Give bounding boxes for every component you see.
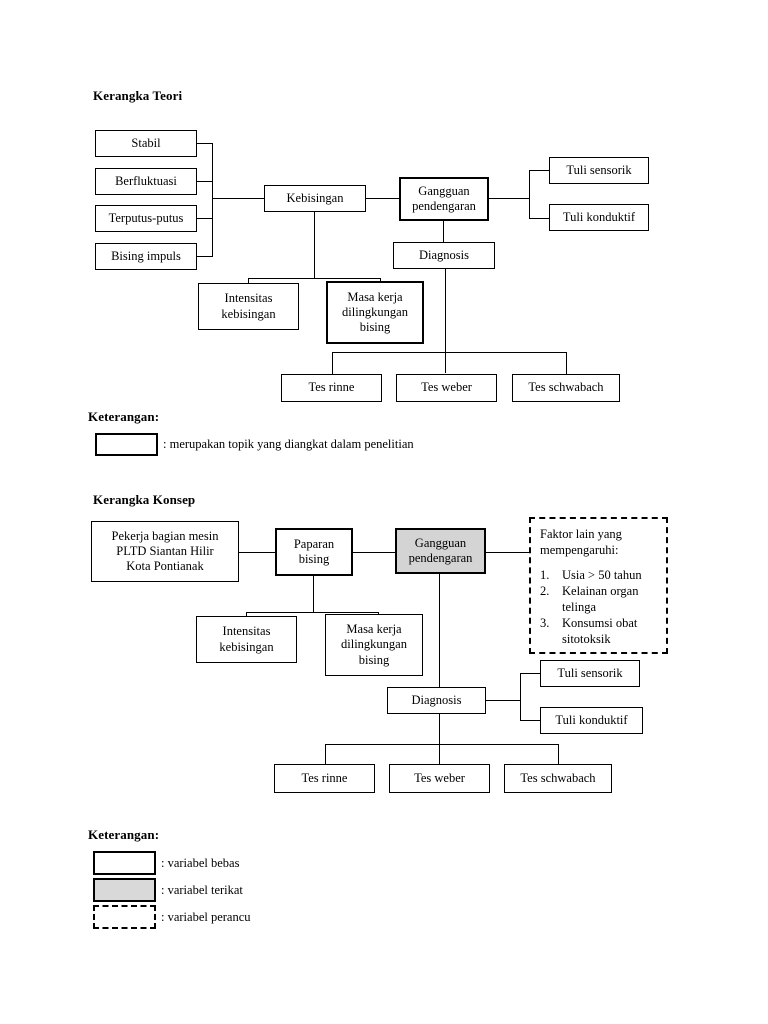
legend1-title: Keterangan: bbox=[88, 409, 160, 424]
connector-pekerja-to-paparan bbox=[239, 552, 276, 554]
faktor-title: Faktor lain yang mempengaruhi: bbox=[540, 527, 622, 558]
box-diagnosis-konsep: Diagnosis bbox=[387, 687, 486, 714]
legend2-swatch-terikat bbox=[93, 878, 156, 902]
connector-paparan-to-gangguan bbox=[353, 552, 396, 554]
connector-to-tuli-konduktif-konsep bbox=[520, 720, 541, 722]
box-tuli-konduktif: Tuli konduktif bbox=[549, 204, 649, 231]
box-faktor-lain: Faktor lain yang mempengaruhi: 1. Usia >… bbox=[529, 517, 668, 654]
box-masa-kerja: Masa kerja dilingkungan bising bbox=[326, 281, 424, 344]
legend2-label-terikat: : variabel terikat bbox=[161, 882, 243, 897]
legend2-swatch-bebas bbox=[93, 851, 156, 875]
box-paparan-bising: Paparan bising bbox=[275, 528, 353, 576]
box-pekerja-pltd: Pekerja bagian mesin PLTD Siantan Hilir … bbox=[91, 521, 239, 582]
legend2-title: Keterangan: bbox=[88, 827, 160, 842]
box-gangguan-pendengaran: Gangguan pendengaran bbox=[399, 177, 489, 221]
legend1-label-topik: : merupakan topik yang diangkat dalam pe… bbox=[163, 437, 414, 451]
connector-kebisingan-to-gangguan bbox=[366, 198, 400, 200]
connector-tuli-spine-konsep bbox=[520, 673, 522, 721]
box-tes-schwabach-konsep: Tes schwabach bbox=[504, 764, 612, 793]
connector-to-tes-rinne bbox=[332, 352, 334, 374]
box-intensitas-kebisingan-konsep: Intensitas kebisingan bbox=[196, 616, 297, 663]
connector-kebisingan-down bbox=[314, 212, 316, 279]
box-tes-rinne: Tes rinne bbox=[281, 374, 382, 402]
connector-paparan-down bbox=[313, 576, 315, 613]
connector-paparan-children-bar bbox=[246, 612, 379, 614]
section-heading-kerangka-konsep: Kerangka Konsep bbox=[93, 492, 196, 507]
legend2-swatch-perancu bbox=[93, 905, 156, 929]
legend2-row-bebas: : variabel bebas bbox=[93, 851, 239, 875]
connector-to-tuli-sensorik-konsep bbox=[520, 673, 541, 675]
connector-stabil-stub bbox=[196, 143, 213, 145]
box-berfluktuasi: Berfluktuasi bbox=[95, 168, 197, 195]
box-gangguan-pendengaran-konsep: Gangguan pendengaran bbox=[395, 528, 486, 574]
box-tes-rinne-konsep: Tes rinne bbox=[274, 764, 375, 793]
legend2-row-terikat: : variabel terikat bbox=[93, 878, 243, 902]
connector-gangguan-to-tuli bbox=[489, 198, 530, 200]
box-stabil: Stabil bbox=[95, 130, 197, 157]
connector-to-tes-schwabach bbox=[566, 352, 568, 374]
connector-to-tuli-sensorik bbox=[529, 170, 551, 172]
connector-to-masa-kerja bbox=[380, 278, 382, 283]
legend2-label-perancu: : variabel perancu bbox=[161, 909, 251, 924]
connector-to-tuli-konduktif bbox=[529, 218, 551, 220]
connector-gangguan-to-diagnosis bbox=[443, 221, 445, 242]
connector-stack-to-kebisingan bbox=[212, 198, 265, 200]
connector-berfluktuasi-stub bbox=[196, 181, 213, 183]
connector-to-tes-rinne-konsep bbox=[325, 744, 327, 765]
faktor-item: 1. Usia > 50 tahun bbox=[540, 567, 642, 582]
faktor-item: 2. Kelainan organ telinga bbox=[540, 583, 639, 614]
connector-to-intensitas-2 bbox=[246, 612, 248, 617]
legend2-row-perancu: : variabel perancu bbox=[93, 905, 251, 929]
connector-to-tes-schwabach-konsep bbox=[558, 744, 560, 765]
section-heading-kerangka-teori: Kerangka Teori bbox=[93, 88, 183, 103]
box-intensitas-kebisingan: Intensitas kebisingan bbox=[198, 283, 299, 330]
connector-bising-impuls-stub bbox=[196, 256, 213, 258]
box-kebisingan: Kebisingan bbox=[264, 185, 366, 212]
connector-diagnosis-down-konsep bbox=[439, 714, 441, 764]
faktor-item: 3. Konsumsi obat sitotoksik bbox=[540, 615, 638, 646]
connector-diagnosis-down bbox=[445, 269, 447, 373]
box-tuli-konduktif-konsep: Tuli konduktif bbox=[540, 707, 643, 734]
connector-left-stack-spine bbox=[212, 143, 214, 256]
legend1-row-1: : merupakan topik yang diangkat dalam pe… bbox=[95, 433, 414, 456]
box-tes-schwabach: Tes schwabach bbox=[512, 374, 620, 402]
connector-tuli-spine bbox=[529, 170, 531, 219]
box-tes-weber-konsep: Tes weber bbox=[389, 764, 490, 793]
box-bising-impuls: Bising impuls bbox=[95, 243, 197, 270]
connector-kebisingan-children-bar bbox=[248, 278, 381, 280]
box-diagnosis: Diagnosis bbox=[393, 242, 495, 269]
faktor-list: 1. Usia > 50 tahun 2. Kelainan organ tel… bbox=[540, 567, 658, 647]
connector-tests-bar-konsep bbox=[325, 744, 559, 746]
connector-gangguan-down-konsep bbox=[439, 574, 441, 688]
box-tuli-sensorik: Tuli sensorik bbox=[549, 157, 649, 184]
connector-gangguan-to-faktor bbox=[486, 552, 530, 554]
connector-tests-bar bbox=[332, 352, 567, 354]
box-terputus-putus: Terputus-putus bbox=[95, 205, 197, 232]
box-tuli-sensorik-konsep: Tuli sensorik bbox=[540, 660, 640, 687]
connector-terputus-stub bbox=[196, 218, 213, 220]
legend2-label-bebas: : variabel bebas bbox=[161, 855, 240, 870]
connector-to-intensitas bbox=[248, 278, 250, 283]
box-masa-kerja-konsep: Masa kerja dilingkungan bising bbox=[325, 614, 423, 676]
connector-diagnosis-to-tuli-konsep bbox=[486, 700, 521, 702]
box-tes-weber: Tes weber bbox=[396, 374, 497, 402]
legend1-swatch-topik bbox=[95, 433, 158, 456]
